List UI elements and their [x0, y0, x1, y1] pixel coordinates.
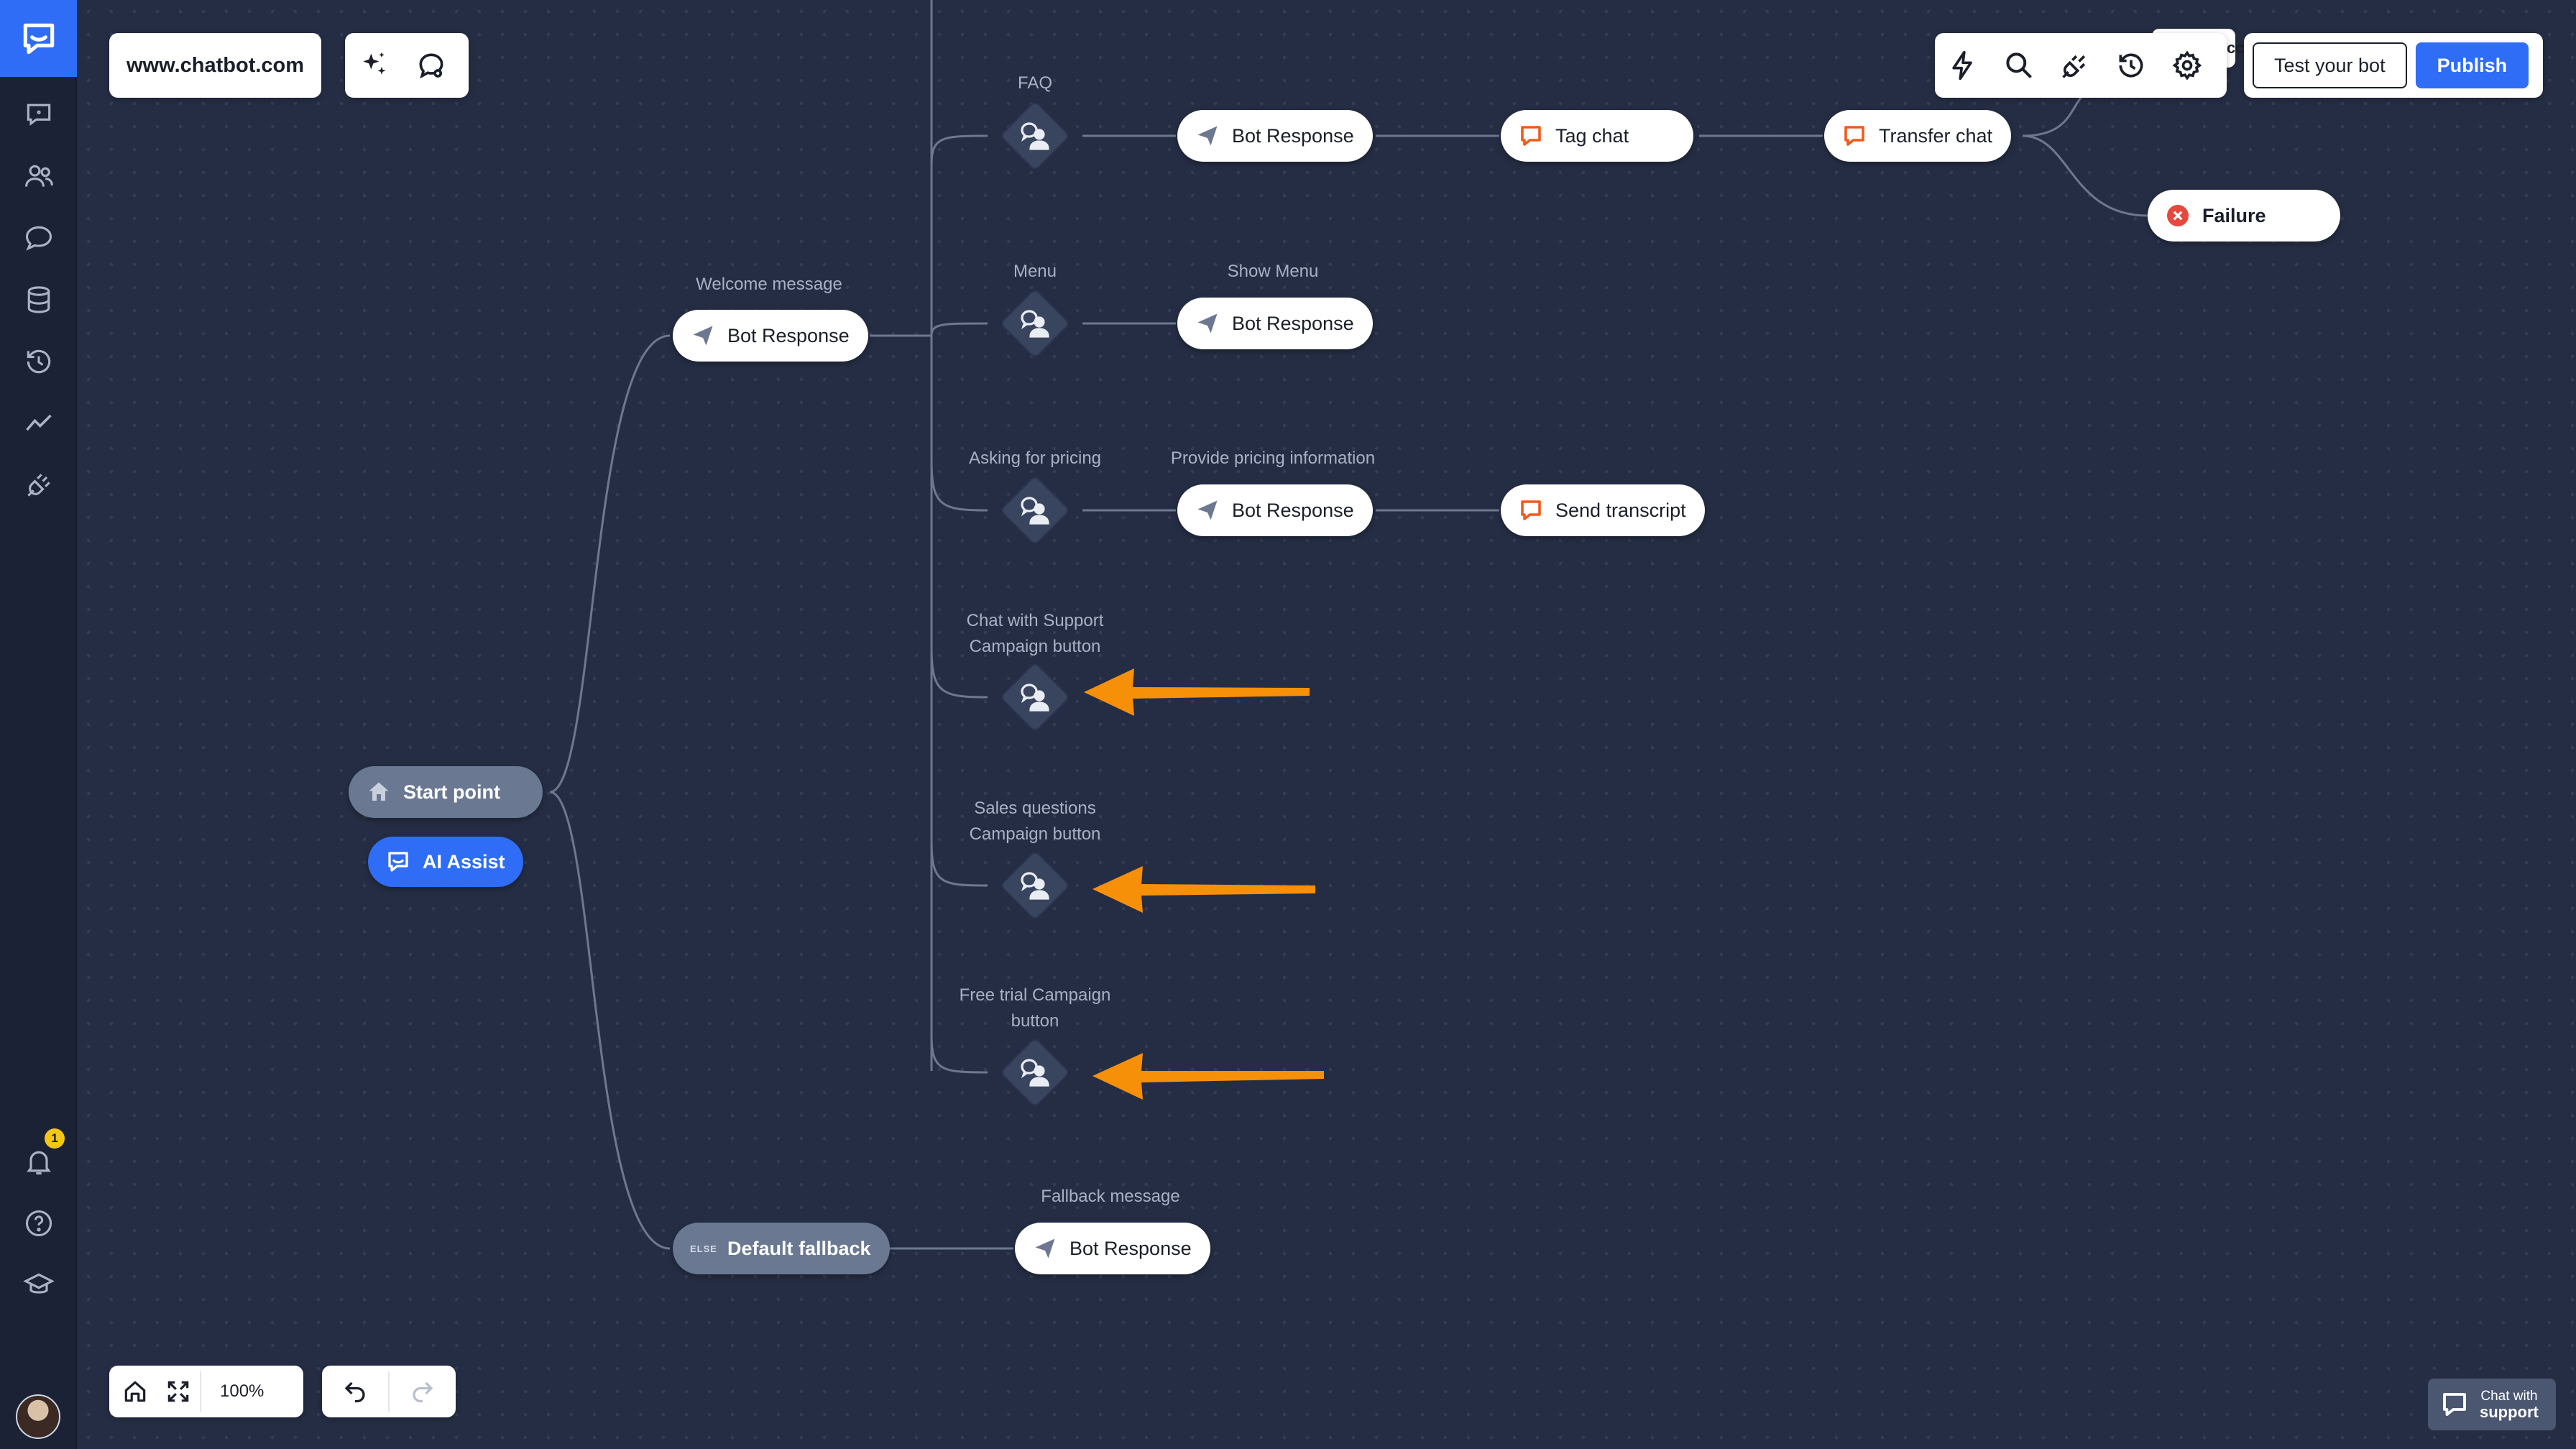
tag-chat-node[interactable]: Tag chat: [1501, 110, 1693, 162]
else-tag: ELSE: [690, 1243, 717, 1254]
chatbots-icon[interactable]: [16, 91, 62, 137]
sidebar: 1: [0, 0, 77, 1449]
flow-canvas[interactable]: [77, 0, 2576, 1449]
send-icon: [1195, 310, 1220, 336]
audience-icon[interactable]: [16, 153, 62, 199]
intent-user-icon: [999, 1036, 1071, 1108]
pricing-info-label: Provide pricing information: [1170, 448, 1376, 468]
home-view-icon[interactable]: [114, 1366, 157, 1417]
history-icon[interactable]: [2103, 33, 2159, 98]
support-campaign-node[interactable]: [999, 661, 1071, 733]
ai-chat-icon: [385, 849, 411, 875]
flow-toolbar: [1935, 33, 2227, 98]
fit-view-icon[interactable]: [157, 1366, 200, 1417]
show-menu-label: Show Menu: [1227, 262, 1319, 281]
failure-node[interactable]: Failure: [2148, 190, 2340, 242]
pricing-intent-node[interactable]: [999, 474, 1071, 546]
transfer-chat-node[interactable]: Transfer chat: [1824, 110, 2012, 162]
welcome-label: Welcome message: [696, 275, 842, 294]
intent-user-icon: [999, 850, 1071, 921]
academy-icon[interactable]: [16, 1262, 62, 1308]
chatbot-logo-icon[interactable]: [0, 0, 77, 77]
integrations-plug-icon[interactable]: [2047, 33, 2103, 98]
lightning-icon[interactable]: [1935, 33, 1991, 98]
send-icon: [1032, 1236, 1058, 1261]
publish-button[interactable]: Publish: [2415, 42, 2529, 88]
sales-campaign-label: Sales questions Campaign button: [969, 799, 1101, 844]
data-icon[interactable]: [16, 277, 62, 323]
test-bot-button[interactable]: Test your bot: [2253, 42, 2407, 88]
fallback-message-label: Fallback message: [1041, 1187, 1180, 1206]
view-controls: 100%: [109, 1366, 303, 1417]
notification-badge: 1: [45, 1128, 65, 1149]
pricing-label: Asking for pricing: [968, 448, 1102, 468]
ai-assist-button[interactable]: AI Assist: [368, 837, 523, 887]
support-chat-icon: [2443, 1393, 2466, 1416]
settings-gear-icon[interactable]: [2159, 33, 2215, 98]
default-fallback-node[interactable]: ELSE Default fallback: [673, 1223, 890, 1274]
support-campaign-label: Chat with Support Campaign button: [966, 611, 1104, 656]
help-icon[interactable]: [16, 1200, 62, 1246]
send-icon: [1195, 497, 1220, 523]
site-selector[interactable]: www.chatbot.com: [109, 33, 322, 98]
site-name: www.chatbot.com: [126, 53, 305, 77]
menu-label: Menu: [1013, 262, 1057, 281]
user-avatar[interactable]: [16, 1394, 60, 1439]
send-icon: [1195, 123, 1220, 149]
redo-icon[interactable]: [390, 1366, 456, 1417]
integrations-icon[interactable]: [16, 462, 62, 508]
notifications-icon[interactable]: 1: [16, 1128, 65, 1184]
faq-label: FAQ: [1017, 73, 1052, 93]
zoom-level[interactable]: 100%: [200, 1371, 282, 1412]
publish-controls: Test your bot Publish: [2244, 33, 2543, 98]
reports-icon[interactable]: [16, 400, 62, 446]
chat-with-support-button[interactable]: Chat with support: [2428, 1379, 2556, 1430]
faq-intent-node[interactable]: [999, 100, 1071, 172]
undo-icon[interactable]: [322, 1366, 388, 1417]
chat-preview-icon[interactable]: [402, 33, 460, 98]
trial-campaign-label: Free trial Campaign button: [959, 985, 1111, 1031]
send-transcript-node[interactable]: Send transcript: [1501, 484, 1705, 536]
menu-intent-node[interactable]: [999, 288, 1071, 359]
intent-user-icon: [999, 100, 1071, 172]
fallback-bot-response-node[interactable]: Bot Response: [1015, 1223, 1210, 1274]
ai-sparkle-icon[interactable]: [345, 33, 402, 98]
chat-action-icon: [1518, 497, 1544, 523]
trial-campaign-node[interactable]: [999, 1036, 1071, 1108]
archive-icon[interactable]: [16, 339, 62, 385]
search-icon[interactable]: [1991, 33, 2047, 98]
stories-icon[interactable]: [16, 215, 62, 261]
chat-action-icon: [1518, 123, 1544, 149]
history-controls: [322, 1366, 456, 1417]
pricing-bot-response-node[interactable]: Bot Response: [1177, 484, 1373, 536]
intent-user-icon: [999, 474, 1071, 546]
faq-bot-response-node[interactable]: Bot Response: [1177, 110, 1373, 162]
chat-action-icon: [1841, 123, 1867, 149]
intent-user-icon: [999, 661, 1071, 733]
canvas-tools: [345, 33, 469, 98]
intent-user-icon: [999, 288, 1071, 359]
send-icon: [690, 323, 716, 349]
sales-campaign-node[interactable]: [999, 850, 1071, 921]
failure-icon: [2165, 203, 2191, 229]
home-icon: [366, 779, 392, 805]
welcome-bot-response-node[interactable]: Bot Response: [673, 310, 868, 362]
menu-bot-response-node[interactable]: Bot Response: [1177, 298, 1373, 349]
start-point-node[interactable]: Start point: [349, 766, 543, 818]
